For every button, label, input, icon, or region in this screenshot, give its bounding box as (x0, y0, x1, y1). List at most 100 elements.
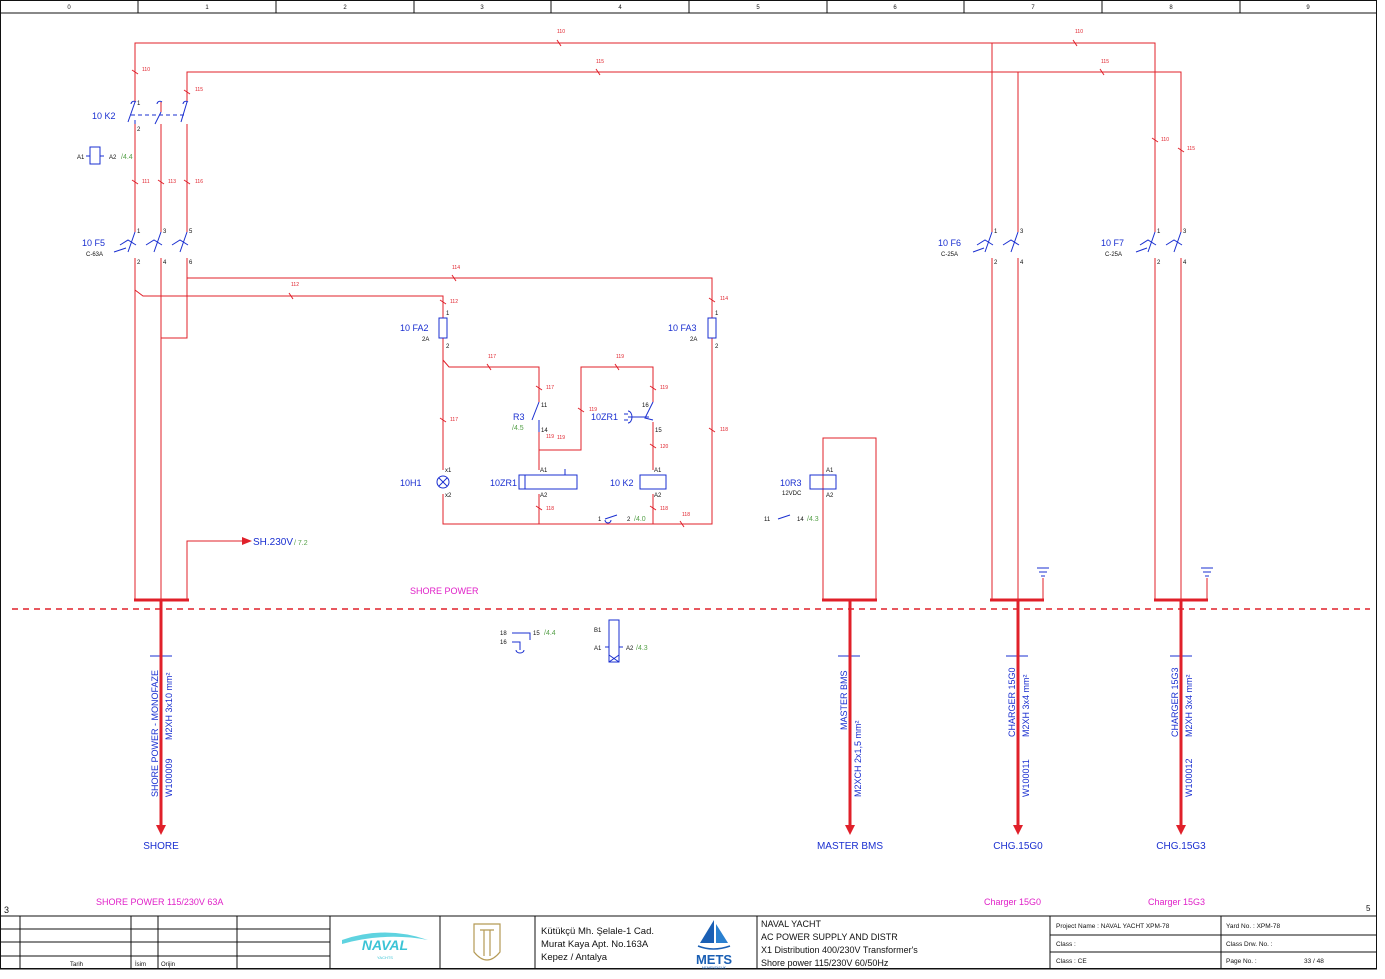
dest-chg-15g3: CHG.15G3 (1156, 841, 1206, 852)
footer-label-15g3: Charger 15G3 (1148, 897, 1205, 907)
f6-label: 10 F6 (938, 238, 961, 248)
svg-text:120: 120 (660, 444, 669, 450)
svg-text:2: 2 (446, 344, 450, 350)
svg-text:4: 4 (1183, 260, 1187, 266)
svg-text:16: 16 (642, 403, 649, 409)
svg-text:118: 118 (660, 506, 668, 512)
svg-text:2: 2 (137, 127, 141, 133)
cable-4-name: CHARGER 15G3 (1170, 667, 1180, 737)
k2-coil-label: 10 K2 (610, 478, 634, 488)
ruler-2: 2 (343, 5, 347, 11)
svg-text:14: 14 (541, 428, 548, 434)
svg-text:3: 3 (163, 229, 167, 235)
wire-ticks (131, 39, 1185, 528)
fa3-rating: 2A (690, 337, 697, 343)
wiring (134, 42, 1208, 601)
cable-2-spec: M2XCH 2x1,5 mm² (853, 720, 863, 797)
zr1-contact-label: 10ZR1 (591, 412, 618, 422)
svg-text:A1: A1 (540, 468, 548, 474)
svg-text:YACHTS: YACHTS (377, 955, 393, 960)
svg-text:1: 1 (715, 311, 719, 317)
svg-text:18: 18 (500, 631, 507, 637)
cable-1-id: W100009 (164, 758, 174, 797)
cable-4-id: W100012 (1184, 758, 1194, 797)
svg-text:111: 111 (142, 179, 150, 185)
svg-text:5: 5 (189, 229, 193, 235)
svg-text:15: 15 (655, 428, 662, 434)
naval-logo: NAVAL YACHTS (342, 932, 428, 960)
arrow-shore (156, 825, 166, 835)
arrow-chg-15g0 (1013, 825, 1023, 835)
rev-col-origin: Orijin (161, 962, 175, 968)
k2-main-label: 10 K2 (92, 111, 116, 121)
svg-text:A2: A2 (826, 493, 834, 499)
svg-text:A1: A1 (654, 468, 662, 474)
cable-1-name: SHORE POWER - MONOFAZE (150, 670, 160, 797)
ruler-8: 8 (1169, 5, 1173, 11)
svg-text:110: 110 (1161, 137, 1169, 143)
svg-text:119: 119 (616, 354, 624, 360)
title-line-2: AC POWER SUPPLY AND DISTR (761, 932, 898, 942)
address-line-2: Murat Kaya Apt. No.163A (541, 939, 649, 950)
title-block (0, 915, 1377, 970)
f7-rating: C-25A (1105, 252, 1122, 258)
svg-text:x2: x2 (445, 493, 452, 499)
svg-text:115: 115 (596, 59, 604, 65)
svg-text:A2: A2 (626, 646, 634, 652)
svg-text:A2: A2 (540, 493, 548, 499)
yard-no: Yard No. : XPM-78 (1226, 923, 1280, 930)
address-line-1: Kütükçü Mh. Şelale-1 Cad. (541, 926, 654, 937)
cable-1-spec: M2XH 3x10 mm² (164, 672, 174, 740)
svg-text:B1: B1 (594, 628, 602, 634)
dest-chg-15g0: CHG.15G0 (993, 841, 1043, 852)
svg-text:6: 6 (189, 260, 193, 266)
svg-text:4: 4 (163, 260, 167, 266)
class-line-2: Class : CE (1056, 958, 1087, 965)
svg-text:115: 115 (1187, 146, 1195, 152)
svg-text:118: 118 (546, 506, 554, 512)
svg-text:A2: A2 (654, 493, 662, 499)
cable-runs (134, 598, 1208, 826)
r3-voltage: 12VDC (782, 491, 802, 497)
svg-text:2: 2 (137, 260, 141, 266)
svg-text:16: 16 (500, 640, 507, 646)
svg-text:110: 110 (557, 29, 565, 35)
svg-text:115: 115 (1101, 59, 1109, 65)
svg-text:110: 110 (142, 67, 150, 73)
project-name: Project Name : NAVAL YACHT XPM-78 (1056, 923, 1170, 930)
svg-text:1: 1 (137, 229, 141, 235)
cable-3-id: W100011 (1021, 759, 1031, 797)
svg-text:x1: x1 (445, 468, 452, 474)
svg-text:118: 118 (682, 512, 690, 518)
svg-text:1: 1 (446, 311, 450, 317)
coil-ref-a: /4.4 (121, 154, 133, 161)
svg-text:2: 2 (715, 344, 719, 350)
title-line-1: NAVAL YACHT (761, 919, 822, 929)
rev-col-date: Tarih (70, 962, 83, 968)
arrow-chg-15g3 (1176, 825, 1186, 835)
svg-text:110: 110 (1075, 29, 1083, 35)
bottom-ref-a: /4.4 (544, 630, 556, 637)
svg-text:14: 14 (797, 517, 804, 523)
svg-text:119: 119 (660, 385, 668, 391)
rev-col-name: İsim (135, 961, 146, 968)
class-drw-no: Class Drw. No. : (1226, 941, 1273, 948)
fa3-label: 10 FA3 (668, 323, 697, 333)
svg-text:METS: METS (696, 952, 732, 967)
svg-text:113: 113 (168, 179, 176, 185)
crest-logo (473, 923, 501, 961)
h1-label: 10H1 (400, 478, 422, 488)
svg-text:1: 1 (994, 229, 998, 235)
svg-text:1: 1 (1157, 229, 1161, 235)
svg-text:NAVAL: NAVAL (362, 937, 408, 953)
svg-text:1: 1 (137, 101, 141, 107)
bottom-ref-b: /4.3 (636, 645, 648, 652)
dest-master-bms: MASTER BMS (817, 841, 883, 852)
svg-text:A1: A1 (826, 468, 834, 474)
dest-shore: SHORE (143, 841, 179, 852)
footer-label-shore: SHORE POWER 115/230V 63A (96, 897, 223, 907)
r3-label: R3 (513, 412, 525, 422)
f7-label: 10 F7 (1101, 238, 1124, 248)
